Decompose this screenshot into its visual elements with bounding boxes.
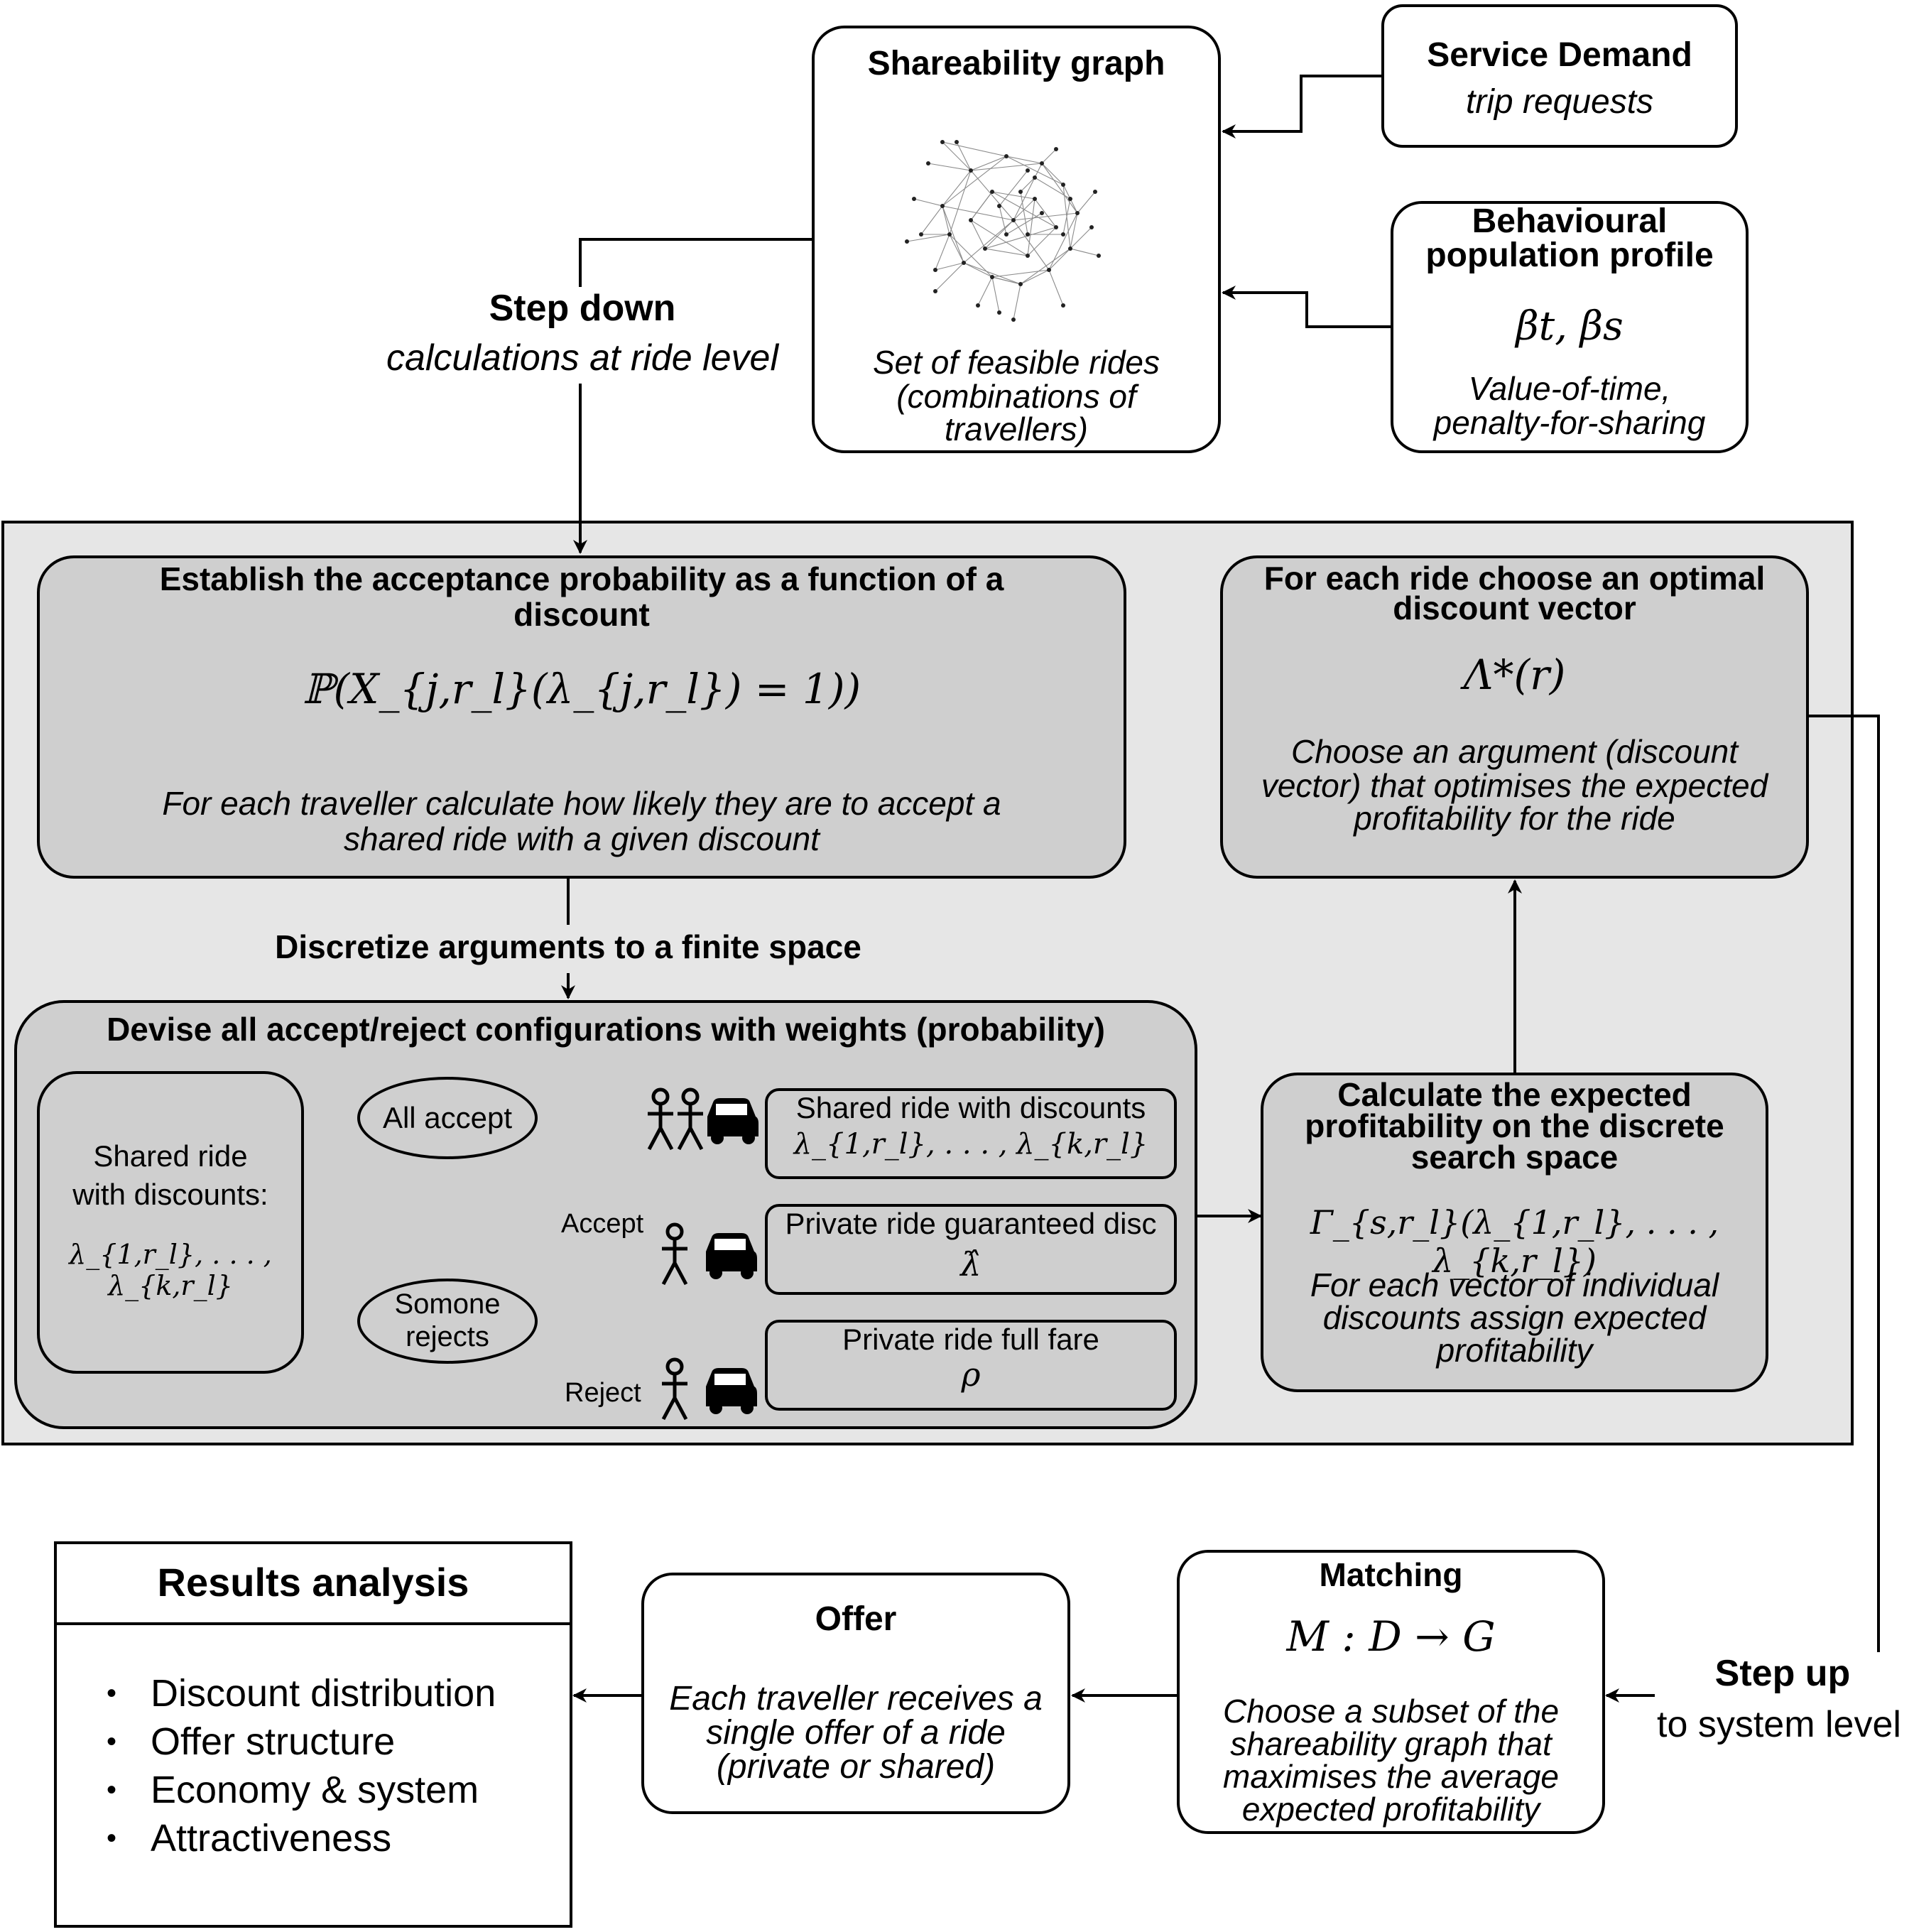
behavioural-profile-box: Behavioural population profile βt, βs Va… <box>1391 201 1749 453</box>
expected-desc-2: discounts assign expected <box>1322 1299 1707 1336</box>
results-item: Discount distribution <box>57 1669 570 1717</box>
outcome-shared-label: Shared ride with discounts <box>795 1091 1146 1124</box>
someone-rejects-node: Somone rejects <box>357 1279 538 1364</box>
outcome-private-guaranteed-label: Private ride guaranteed disc <box>785 1207 1157 1240</box>
arrow-step-up <box>1809 715 1880 1655</box>
shareability-graph-box: Shareability graph <box>812 26 1221 453</box>
expected-formula: Γ_{s,r_l}(λ_{1,r_l}, . . . , λ_{k,r_l}) <box>1310 1203 1719 1280</box>
step-up-subtitle: to system level <box>1648 1703 1910 1746</box>
shared-ride-formula: λ_{1,r_l}, . . . , λ_{k,r_l} <box>69 1239 272 1301</box>
expected-title-3: search space <box>1410 1139 1619 1176</box>
results-title: Results analysis <box>57 1544 570 1625</box>
acceptance-formula: ℙ(X_{j,r_l}(λ_{j,r_l}) = 1)) <box>302 665 861 713</box>
someone-rejects-label-2: rejects <box>406 1321 489 1352</box>
arrow-demand-to-graph <box>1222 75 1381 139</box>
shareability-desc-3: travellers) <box>945 411 1088 447</box>
results-item: Offer structure <box>57 1717 570 1766</box>
shareability-title: Shareability graph <box>867 45 1165 82</box>
acceptance-desc-1: For each traveller calculate how likely … <box>162 785 1001 822</box>
optimal-discount-box: For each ride choose an optimal discount… <box>1220 555 1809 879</box>
matching-desc-3: maximises the average <box>1223 1758 1559 1795</box>
matching-desc-1: Choose a subset of the <box>1222 1693 1560 1730</box>
outcome-private-guaranteed: Private ride guaranteed disc λ̂ <box>765 1204 1177 1295</box>
outcome-shared-formula: λ_{1,r_l}, . . . , λ_{k,r_l} <box>793 1128 1148 1161</box>
offer-title: Offer <box>815 1600 897 1638</box>
step-down-subtitle: calculations at ride level <box>355 337 810 379</box>
offer-desc-1: Each traveller receives a <box>669 1680 1043 1717</box>
expected-profitability-box: Calculate the expected profitability on … <box>1261 1073 1768 1392</box>
all-accept-node: All accept <box>357 1077 538 1159</box>
matching-box: Matching M : D → G Choose a subset of th… <box>1177 1550 1605 1834</box>
optimal-title-1: For each ride choose an optimal <box>1263 560 1766 597</box>
service-demand-title: Service Demand <box>1427 36 1692 74</box>
discretize-label: Discretize arguments to a finite space <box>275 928 861 965</box>
shared-ride-label-1: Shared ride <box>93 1139 248 1173</box>
optimal-title-2: discount vector <box>1393 590 1636 626</box>
results-analysis-box: Results analysis Discount distribution O… <box>54 1541 572 1928</box>
arrow-profile-to-graph <box>1222 286 1391 328</box>
acceptance-title-2: discount <box>513 596 650 633</box>
matching-desc-4: expected profitability <box>1241 1791 1540 1828</box>
outcome-private-guaranteed-formula: λ̂ <box>960 1245 982 1284</box>
outcome-private-full-fare: Private ride full fare ρ <box>765 1320 1177 1411</box>
shared-ride-label-2: with discounts: <box>72 1178 268 1211</box>
expected-title-1: Calculate the expected <box>1337 1076 1692 1113</box>
expected-title-2: profitability on the discrete <box>1305 1107 1724 1144</box>
service-demand-subtitle: trip requests <box>1465 83 1654 121</box>
shareability-desc-2: (combinations of <box>896 378 1136 415</box>
acceptance-desc-2: shared ride with a given discount <box>344 820 820 857</box>
traveller-car-icon-accept <box>661 1222 757 1286</box>
step-down-title: Step down <box>398 287 767 330</box>
optimal-formula: Λ*(r) <box>1463 651 1566 699</box>
two-travellers-car-icon <box>647 1087 758 1151</box>
traveller-car-icon-reject <box>661 1357 757 1421</box>
optimal-desc-2: vector) that optimises the expected <box>1261 767 1768 804</box>
matching-formula: M : D → G <box>1286 1612 1496 1661</box>
behavioural-title-1: Behavioural <box>1472 202 1668 240</box>
optimal-desc-3: profitability for the ride <box>1354 800 1675 837</box>
behavioural-formula: βt, βs <box>1516 303 1624 349</box>
reject-branch-label: Reject <box>565 1378 641 1408</box>
accept-branch-label: Accept <box>561 1209 644 1239</box>
outcome-private-full-formula: ρ <box>961 1355 981 1394</box>
someone-rejects-label-1: Somone <box>394 1288 501 1320</box>
service-demand-box: Service Demand trip requests <box>1381 4 1738 148</box>
shared-ride-box: Shared ride with discounts: λ_{1,r_l}, .… <box>37 1071 304 1374</box>
behavioural-desc-1: Value-of-time, <box>1468 370 1671 407</box>
results-item: Attractiveness <box>57 1814 570 1862</box>
step-up-title: Step up <box>1655 1652 1910 1695</box>
expected-desc-1: For each vector of individual <box>1310 1266 1719 1303</box>
outcome-shared-ride: Shared ride with discounts λ_{1,r_l}, . … <box>765 1088 1177 1179</box>
results-list: Discount distribution Offer structure Ec… <box>57 1669 570 1862</box>
network-graph-icon <box>905 140 1101 322</box>
configurations-title: Devise all accept/reject configurations … <box>107 1011 1105 1048</box>
shareability-desc-1: Set of feasible rides <box>872 344 1160 381</box>
all-accept-label: All accept <box>382 1101 513 1134</box>
results-item: Economy & system <box>57 1766 570 1814</box>
offer-desc-2: single offer of a ride <box>706 1714 1006 1752</box>
acceptance-title-1: Establish the acceptance probability as … <box>159 560 1004 597</box>
matching-title: Matching <box>1319 1556 1463 1593</box>
behavioural-title-2: population profile <box>1425 237 1714 274</box>
offer-desc-3: (private or shared) <box>716 1748 996 1786</box>
offer-box: Offer Each traveller receives a single o… <box>641 1573 1070 1814</box>
outcome-private-full-label: Private ride full fare <box>842 1323 1099 1356</box>
optimal-desc-1: Choose an argument (discount <box>1290 733 1739 770</box>
arrow-step-down <box>579 238 812 290</box>
acceptance-probability-box: Establish the acceptance probability as … <box>37 555 1126 879</box>
expected-desc-3: profitability <box>1436 1332 1593 1369</box>
matching-desc-2: shareability graph that <box>1230 1725 1552 1762</box>
behavioural-desc-2: penalty-for-sharing <box>1433 404 1706 441</box>
